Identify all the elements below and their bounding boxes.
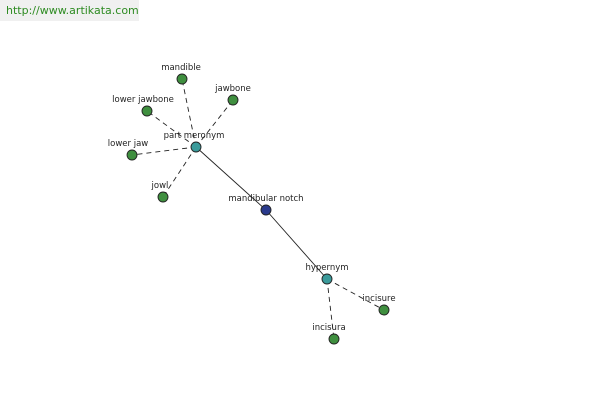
node-meronym[interactable] — [190, 141, 202, 153]
node-label-incisura[interactable]: incisura — [312, 323, 345, 333]
edge-hypernym-incisura — [326, 278, 335, 340]
node-label-lowerjaw[interactable]: lower jaw — [108, 139, 149, 149]
edges-layer — [131, 78, 385, 340]
node-label-jowl[interactable]: jowl — [151, 181, 169, 191]
node-label-lowerjb[interactable]: lower jawbone — [112, 95, 174, 105]
node-hypernym[interactable] — [321, 273, 333, 285]
edge-meronym-jowl — [162, 146, 197, 198]
edge-meronym-lowerjaw — [131, 146, 197, 156]
node-incisure[interactable] — [378, 304, 390, 316]
node-incisura[interactable] — [328, 333, 340, 345]
node-label-meronym[interactable]: part meronym — [164, 131, 225, 141]
edge-center-meronym — [195, 146, 267, 211]
node-label-center[interactable]: mandibular notch — [228, 194, 303, 204]
node-label-jawbone[interactable]: jawbone — [214, 84, 251, 94]
node-center[interactable] — [260, 204, 272, 216]
site-url-link[interactable]: http://www.artikata.com — [6, 4, 139, 17]
labels-layer: mandibular notch part meronym hypernym mand… — [108, 63, 396, 333]
node-jawbone[interactable] — [227, 94, 239, 106]
edge-center-hypernym — [265, 209, 328, 280]
node-label-hypernym[interactable]: hypernym — [305, 263, 348, 273]
edge-meronym-jawbone — [195, 99, 234, 148]
edge-meronym-lowerjb — [146, 110, 197, 148]
node-mandible[interactable] — [176, 73, 188, 85]
edge-meronym-mandible — [181, 78, 197, 148]
node-label-mandible[interactable]: mandible — [161, 63, 201, 73]
nodes-layer — [126, 73, 390, 345]
node-lowerjb[interactable] — [141, 105, 153, 117]
node-lowerjaw[interactable] — [126, 149, 138, 161]
edge-hypernym-incisure — [326, 278, 385, 311]
url-banner[interactable]: http://www.artikata.com — [0, 0, 139, 21]
node-label-incisure[interactable]: incisure — [362, 294, 395, 304]
node-jowl[interactable] — [157, 191, 169, 203]
